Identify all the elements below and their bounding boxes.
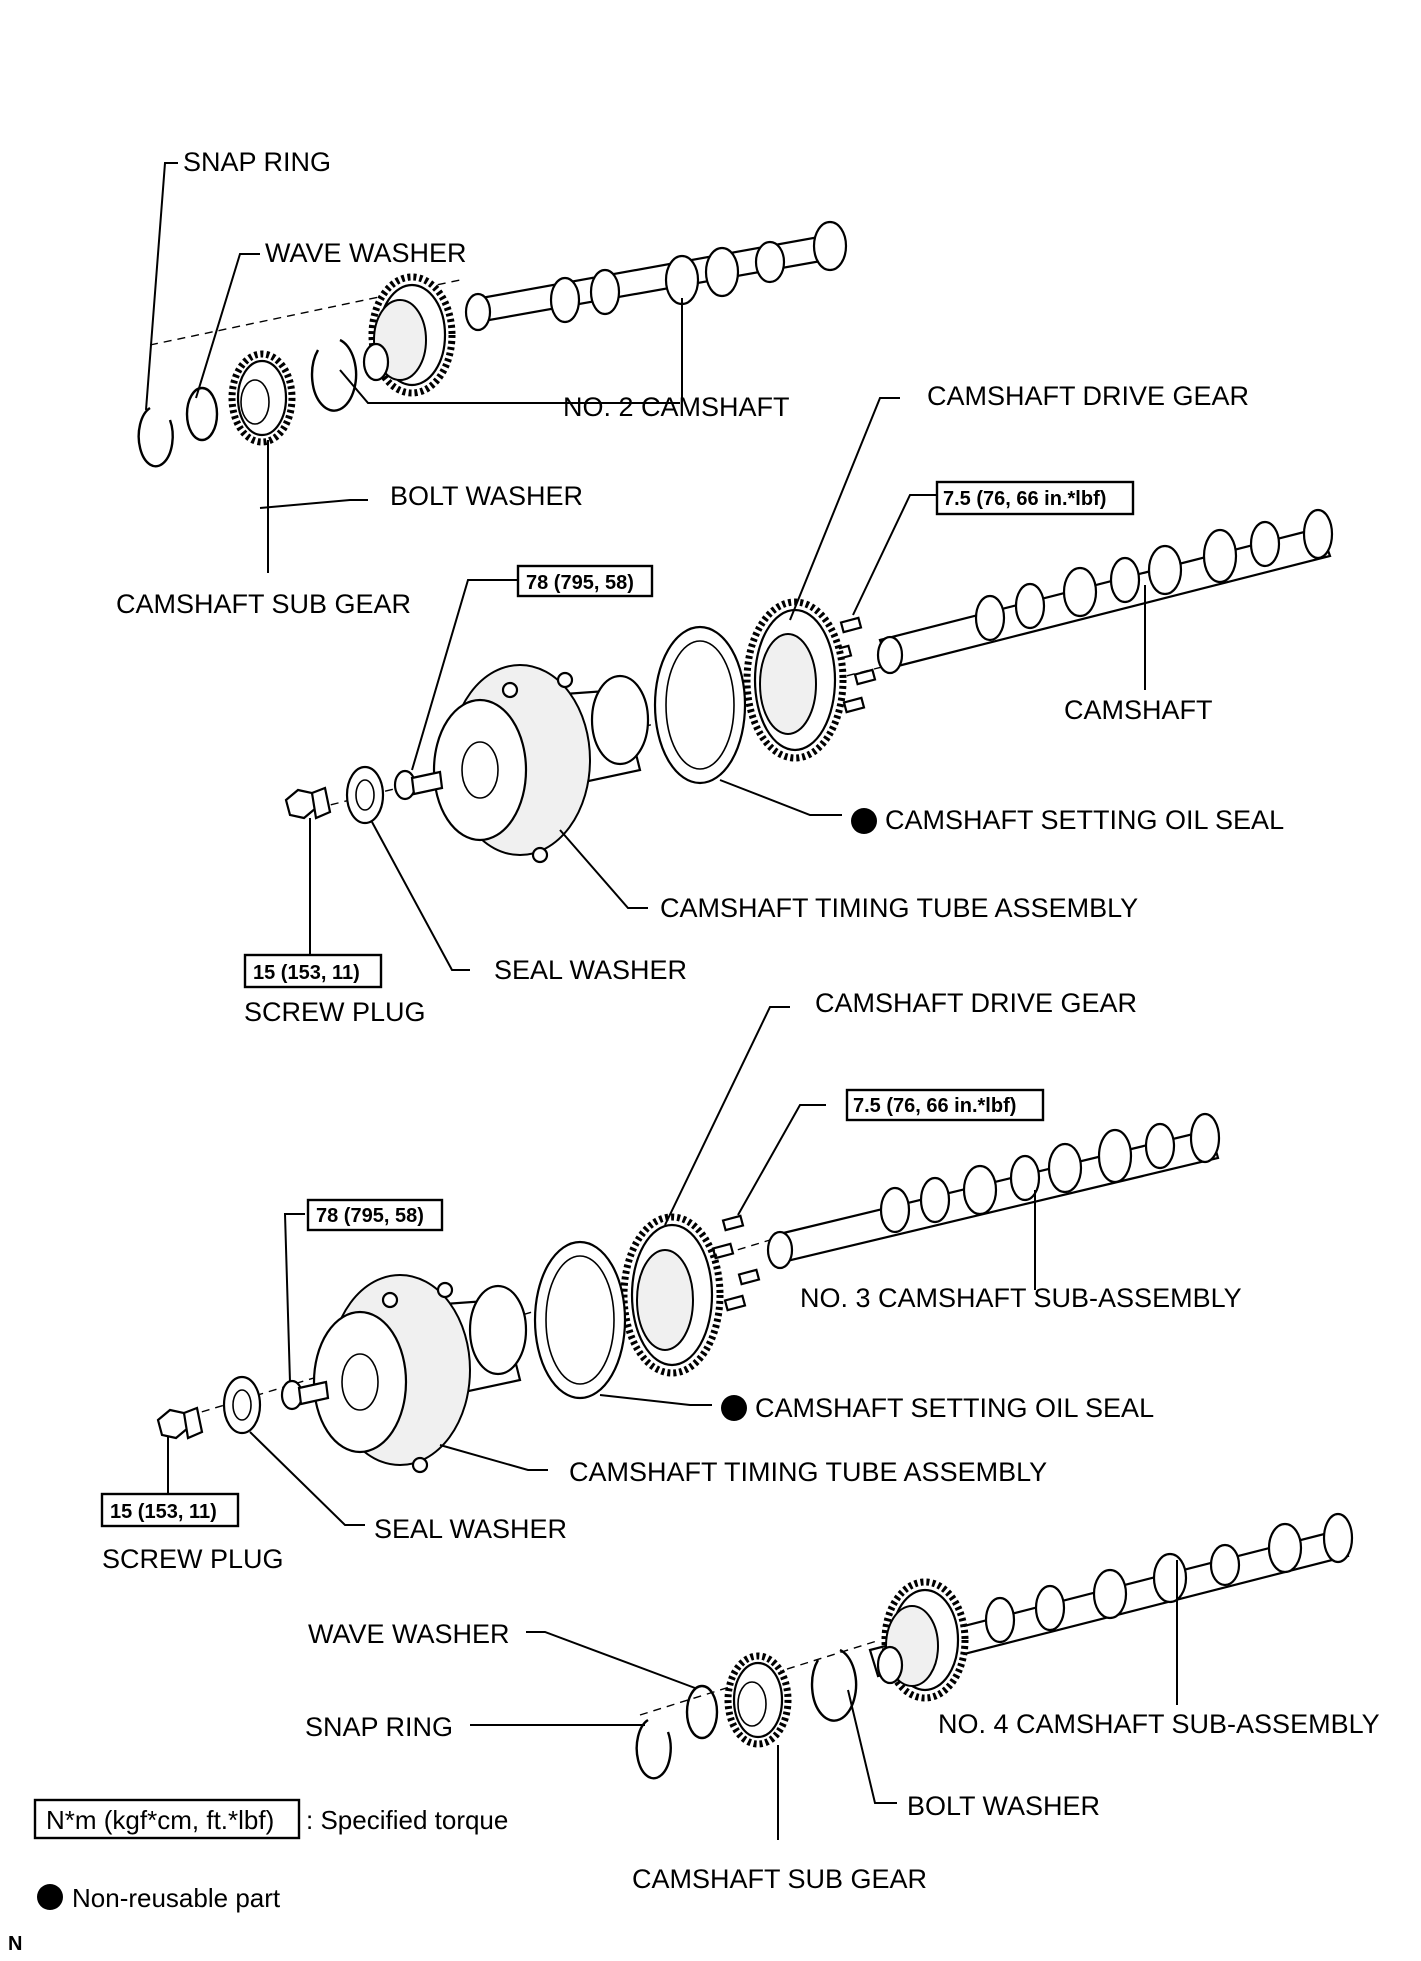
label-camshaft-sub-gear-1: CAMSHAFT SUB GEAR — [116, 589, 411, 619]
label-snap-ring-2: SNAP RING — [305, 1712, 453, 1742]
bolt-washer-part-1 — [310, 338, 358, 412]
camshaft-drive-gear-part-1 — [743, 598, 847, 762]
legend-torque-desc: : Specified torque — [306, 1805, 508, 1835]
torque-gear-bolts-1: 7.5 (76, 66 in.*lbf) — [943, 488, 1106, 510]
label-camshaft-sub-gear-2: CAMSHAFT SUB GEAR — [632, 1864, 927, 1894]
torque-screw-plug-2: 15 (153, 11) — [110, 1501, 217, 1523]
label-camshaft-drive-gear-1: CAMSHAFT DRIVE GEAR — [927, 381, 1249, 411]
camshaft-timing-tube-part-2 — [312, 1274, 528, 1474]
nonreusable-dot-2 — [721, 1395, 747, 1421]
label-wave-washer-2: WAVE WASHER — [308, 1619, 510, 1649]
torque-center-bolt-2: 78 (795, 58) — [316, 1205, 424, 1227]
center-bolt-part-1 — [393, 769, 444, 801]
legend-torque-units: N*m (kgf*cm, ft.*lbf) — [46, 1805, 274, 1835]
screw-plug-part-1 — [284, 786, 332, 820]
label-bolt-washer-1: BOLT WASHER — [390, 481, 583, 511]
label-screw-plug-1: SCREW PLUG — [244, 997, 426, 1027]
no3-camshaft-group — [156, 1006, 1221, 1526]
camshaft-drive-gear-part-2 — [620, 1213, 724, 1377]
seal-washer-part-2 — [222, 1375, 262, 1435]
label-seal-washer-2: SEAL WASHER — [374, 1514, 567, 1544]
no4-camshaft-group — [470, 1512, 1354, 1840]
corner-mark: N — [8, 1933, 22, 1955]
label-timing-tube-2: CAMSHAFT TIMING TUBE ASSEMBLY — [569, 1457, 1047, 1487]
label-no3-camshaft: NO. 3 CAMSHAFT SUB-ASSEMBLY — [800, 1283, 1242, 1313]
bolt-washer-part-2 — [810, 1648, 858, 1722]
torque-gear-bolts-2: 7.5 (76, 66 in.*lbf) — [853, 1095, 1016, 1117]
snap-ring-part-2 — [635, 1718, 672, 1780]
no2-camshaft-gear — [362, 273, 456, 397]
camshaft-setting-oil-seal-part-2 — [533, 1240, 627, 1400]
no4-camshaft-gear — [876, 1578, 969, 1702]
torque-center-bolt-1: 78 (795, 58) — [526, 572, 634, 594]
seal-washer-part-1 — [345, 765, 385, 825]
wave-washer-part-1 — [185, 386, 219, 442]
nonreusable-dot-1 — [851, 808, 877, 834]
legend-nonreusable-desc: Non-reusable part — [72, 1883, 281, 1913]
snap-ring-part-1 — [137, 406, 174, 468]
part-labels: SNAP RING WAVE WASHER NO. 2 CAMSHAFT BOL… — [102, 147, 1380, 1894]
label-bolt-washer-2: BOLT WASHER — [907, 1791, 1100, 1821]
label-camshaft: CAMSHAFT — [1064, 695, 1213, 725]
label-oil-seal-2: CAMSHAFT SETTING OIL SEAL — [755, 1393, 1154, 1423]
label-seal-washer-1: SEAL WASHER — [494, 955, 687, 985]
label-screw-plug-2: SCREW PLUG — [102, 1544, 284, 1574]
no2-camshaft-part — [464, 220, 848, 332]
camshaft-setting-oil-seal-part-1 — [653, 625, 747, 785]
camshaft-sub-gear-part-1 — [228, 350, 296, 446]
label-snap-ring-1: SNAP RING — [183, 147, 331, 177]
center-bolt-part-2 — [280, 1379, 330, 1411]
camshaft-sub-gear-part-2 — [724, 1652, 792, 1748]
gear-bolts-2 — [711, 1214, 761, 1312]
torque-screw-plug-1: 15 (153, 11) — [253, 962, 360, 984]
no2-camshaft-group — [137, 162, 848, 573]
label-no2-camshaft: NO. 2 CAMSHAFT — [563, 392, 790, 422]
label-oil-seal-1: CAMSHAFT SETTING OIL SEAL — [885, 805, 1284, 835]
no3-camshaft-part — [766, 1112, 1221, 1270]
camshaft-part — [876, 508, 1334, 675]
no4-camshaft-part — [868, 1512, 1354, 1678]
legend: N*m (kgf*cm, ft.*lbf) : Specified torque… — [33, 1798, 508, 1913]
legend-torque-box — [33, 1798, 301, 1840]
camshaft-group-1 — [284, 397, 1334, 971]
label-no4-camshaft: NO. 4 CAMSHAFT SUB-ASSEMBLY — [938, 1709, 1380, 1739]
legend-nonreusable-dot — [37, 1884, 63, 1910]
wave-washer-part-2 — [685, 1684, 719, 1740]
label-timing-tube-1: CAMSHAFT TIMING TUBE ASSEMBLY — [660, 893, 1138, 923]
label-camshaft-drive-gear-2: CAMSHAFT DRIVE GEAR — [815, 988, 1137, 1018]
label-wave-washer-1: WAVE WASHER — [265, 238, 467, 268]
torque-specs: 7.5 (76, 66 in.*lbf) 78 (795, 58) 15 (15… — [100, 480, 1135, 1528]
camshaft-timing-tube-part-1 — [432, 664, 650, 864]
screw-plug-part-2 — [156, 1406, 204, 1440]
